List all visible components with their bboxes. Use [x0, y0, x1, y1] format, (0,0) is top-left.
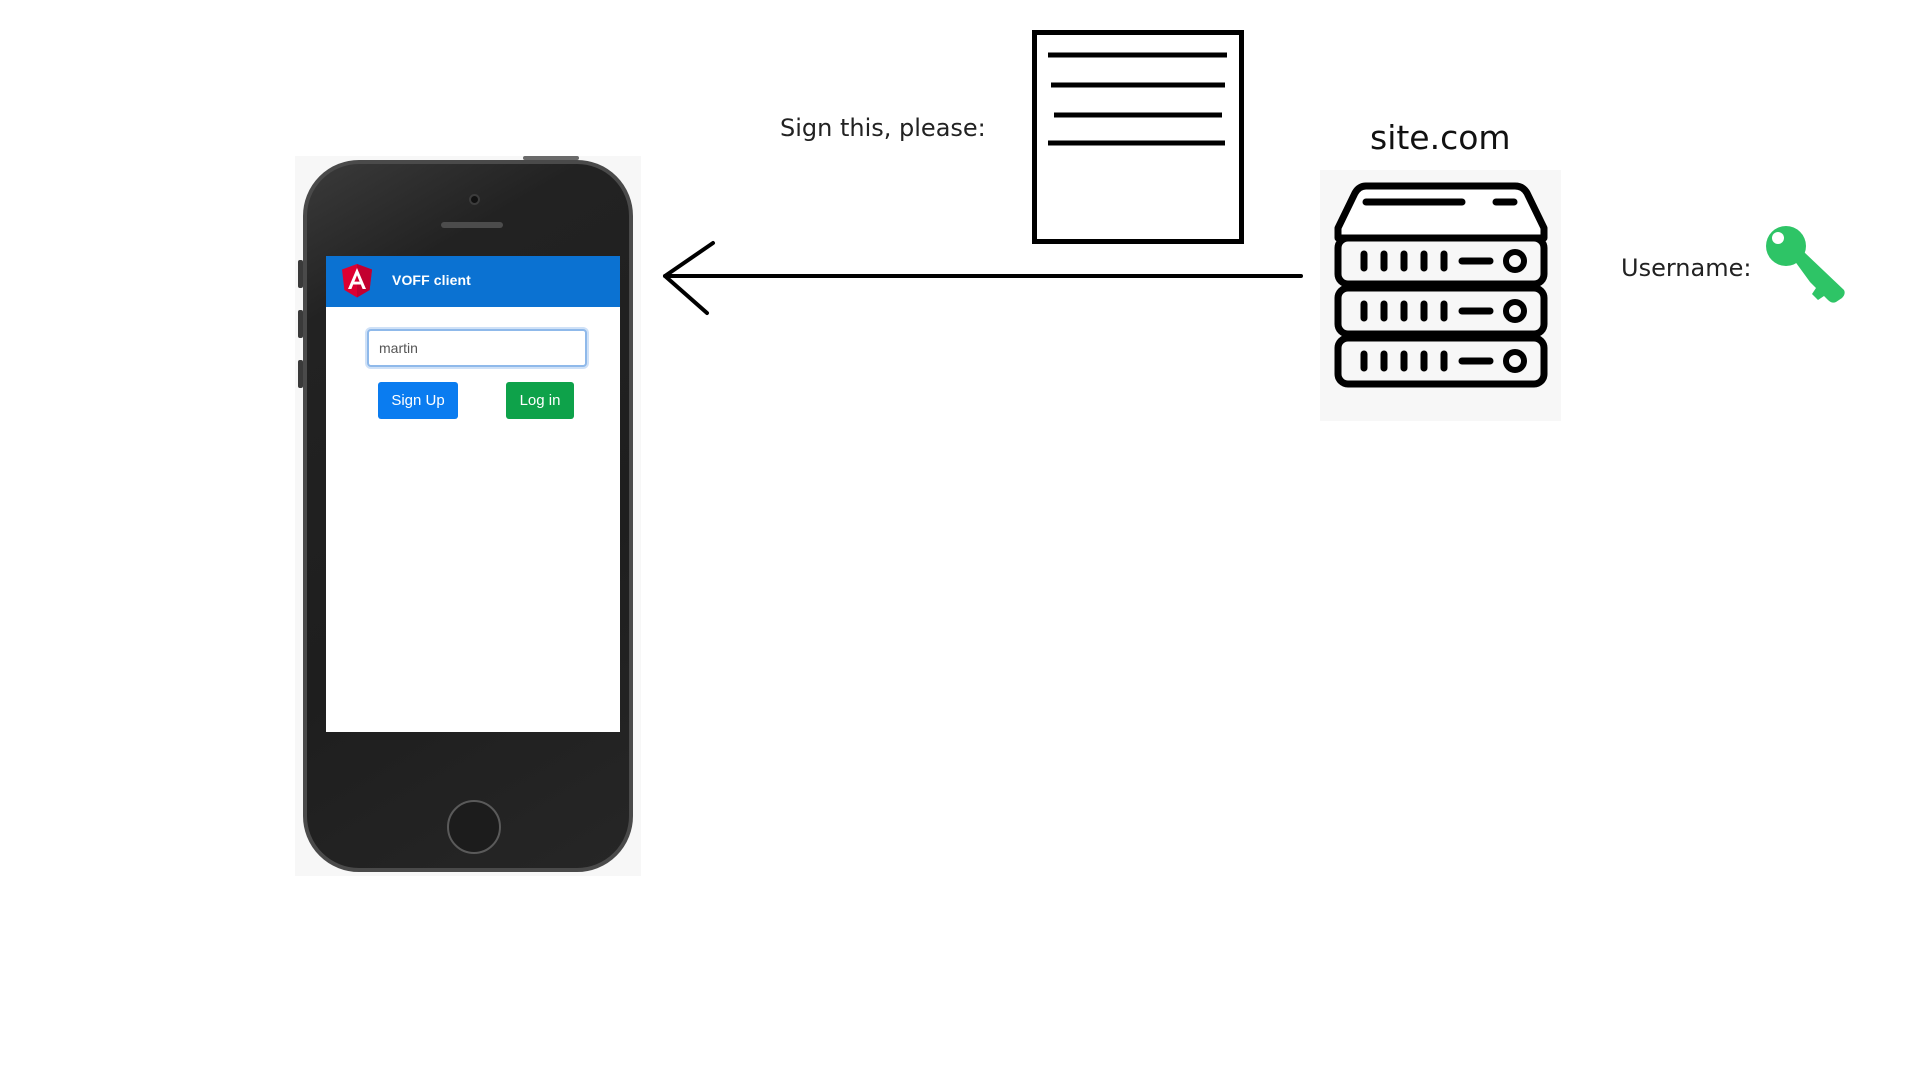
angular-logo-icon	[342, 264, 372, 298]
server-label: site.com	[1370, 118, 1511, 157]
phone-side-button	[298, 260, 303, 288]
username-label: Username:	[1621, 254, 1752, 282]
app-title: VOFF client	[392, 272, 471, 288]
arrow-left-icon	[663, 241, 1303, 315]
document-icon	[1032, 30, 1244, 244]
phone-side-button	[298, 360, 303, 388]
username-input[interactable]	[367, 329, 587, 367]
app-header: VOFF client	[326, 256, 620, 307]
smartphone-icon: VOFF client Sign Up Log in	[295, 156, 641, 876]
phone-speaker	[441, 222, 503, 228]
sign-request-label: Sign this, please:	[780, 114, 986, 142]
phone-screen: VOFF client Sign Up Log in	[326, 256, 620, 732]
sign-up-button[interactable]: Sign Up	[378, 382, 458, 419]
key-icon	[1766, 226, 1845, 303]
phone-home-button	[447, 800, 501, 854]
phone-camera	[469, 194, 480, 205]
phone-top-button	[523, 156, 579, 160]
log-in-button[interactable]: Log in	[506, 382, 574, 419]
phone-side-button	[298, 310, 303, 338]
server-rack-icon	[1334, 182, 1548, 388]
phone-body: VOFF client Sign Up Log in	[298, 156, 633, 872]
